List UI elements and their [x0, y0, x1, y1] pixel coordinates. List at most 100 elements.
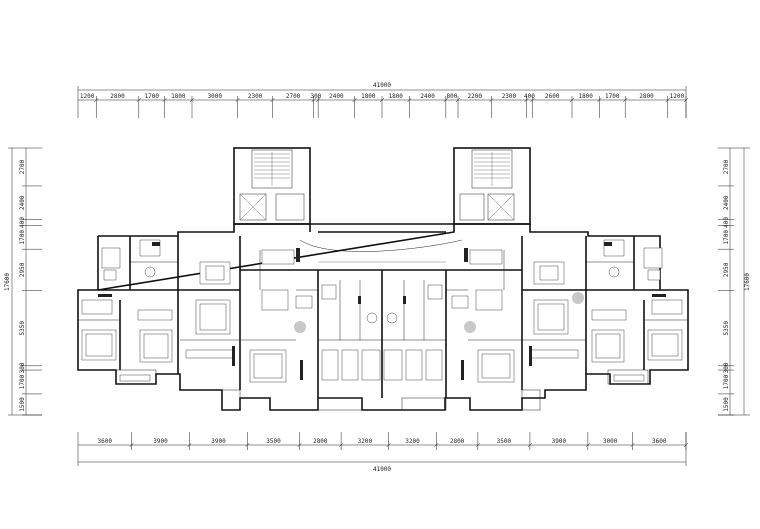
left-segs-label: 2700 [19, 159, 26, 174]
bot-segs-slash [129, 442, 134, 448]
top-segs-slash [489, 97, 494, 103]
bot-segs-slash [297, 442, 302, 448]
right-segs-label: 2400 [723, 195, 730, 210]
furniture-center-units [249, 249, 515, 383]
bot-segs-label: 3200 [405, 438, 420, 445]
left-segs-label: 5350 [19, 321, 26, 336]
bot-segs-slash [434, 442, 439, 448]
top-segs-slash [524, 97, 529, 103]
bot-segs-slash [585, 442, 591, 448]
left-segs-label: 1700 [19, 230, 26, 245]
bot-segs-label: 2800 [450, 438, 465, 445]
top-segs-label: 300 [310, 93, 321, 100]
bottom-total-label: 41000 [373, 466, 391, 473]
top-segs-slash [623, 97, 628, 103]
left-segs-label: 1500 [19, 397, 26, 412]
right-segs-label: 1700 [723, 374, 730, 389]
top-segs-label: 2700 [286, 93, 301, 100]
bot-segs-label: 3000 [603, 438, 618, 445]
stair-core-right [453, 147, 531, 225]
bot-segs-slash [338, 442, 344, 448]
right-segs-label: 2950 [723, 262, 730, 277]
top-segs-label: 2800 [639, 93, 654, 100]
interior-partitions [78, 250, 688, 341]
left-segs-label: 300 [19, 362, 26, 373]
top-segs-slash [379, 97, 385, 103]
left-segs-label: 400 [19, 217, 26, 228]
top-segs-slash [530, 97, 535, 103]
right-total-label: 17600 [744, 273, 751, 291]
right-segs-label: 1700 [723, 230, 730, 245]
bot-segs-slash [475, 442, 481, 448]
marker-3 [572, 292, 584, 304]
bot-segs-slash [630, 442, 635, 448]
bot-segs-slash [683, 442, 689, 448]
top-segs-label: 1800 [578, 93, 593, 100]
building-outline [77, 223, 689, 411]
top-segs-slash [455, 97, 461, 103]
top-segs-label: 2800 [110, 93, 125, 100]
top-segs-label: 2200 [467, 93, 482, 100]
top-segs-label: 3000 [208, 93, 223, 100]
top-segs-label: 1200 [670, 93, 685, 100]
bot-segs-slash [386, 442, 391, 448]
bot-segs-label: 3200 [358, 438, 373, 445]
top-segs-slash [270, 97, 275, 103]
top-segs-label: 2400 [420, 93, 435, 100]
top-segs-label: 2600 [545, 93, 560, 100]
right-segs-label: 400 [723, 217, 730, 228]
top-segs-slash [189, 97, 195, 103]
top-segs-label: 2300 [248, 93, 263, 100]
markers [294, 292, 584, 333]
marker-2 [464, 321, 476, 333]
bot-segs-label: 3900 [153, 438, 168, 445]
top-segs-slash [315, 97, 321, 103]
top-segs-slash [352, 97, 357, 103]
bot-segs-slash [245, 442, 250, 448]
right-segs-label: 5350 [723, 321, 730, 336]
balconies [115, 369, 649, 411]
top-segs-label: 1700 [144, 93, 159, 100]
top-segs-slash [407, 97, 412, 103]
left-total-label: 17600 [4, 273, 11, 291]
top-segs-slash [235, 97, 240, 103]
top-segs-label: 2400 [329, 93, 344, 100]
top-segs-label: 1700 [605, 93, 620, 100]
bot-segs-label: 2800 [313, 438, 328, 445]
top-total-label: 41000 [373, 82, 391, 89]
top-segs-slash [162, 97, 167, 103]
top-segs-label: 1800 [361, 93, 376, 100]
left-segs-label: 2400 [19, 195, 26, 210]
left-segs-label: 1700 [19, 374, 26, 389]
furniture-right-unit [529, 239, 683, 382]
stair-core-left [233, 147, 311, 225]
bot-segs-label: 3500 [266, 438, 281, 445]
bot-segs-label: 3500 [497, 438, 512, 445]
corridor [299, 223, 463, 263]
top-segs-slash [683, 97, 689, 103]
bottom-dimension-chain: 41000 3600 3900 3900 3500 2800 3200 3200 2800 35… [77, 432, 689, 473]
top-segs-label: 1800 [388, 93, 403, 100]
right-segs-label: 300 [723, 362, 730, 373]
top-segs-slash [94, 97, 99, 103]
bot-segs-label: 3600 [652, 438, 667, 445]
top-segs-slash [443, 97, 449, 103]
bot-segs-slash [187, 442, 192, 448]
top-segs-label: 2300 [502, 93, 517, 100]
marker-1 [294, 321, 306, 333]
right-segs-label: 2700 [723, 159, 730, 174]
bot-segs-label: 3900 [552, 438, 567, 445]
top-segs-slash [311, 97, 316, 103]
top-dimension-chain: 41000 1200 2800 1700 1800 3000 2300 2700 300 240… [77, 82, 689, 118]
top-segs-label: 1200 [80, 93, 95, 100]
bot-segs-slash [527, 442, 533, 448]
fixtures [98, 242, 666, 380]
top-segs-slash [665, 97, 670, 103]
top-segs-label: 400 [524, 93, 535, 100]
left-segs-label: 2950 [19, 262, 26, 277]
top-segs-slash [569, 97, 575, 103]
top-segs-label: 800 [446, 93, 457, 100]
